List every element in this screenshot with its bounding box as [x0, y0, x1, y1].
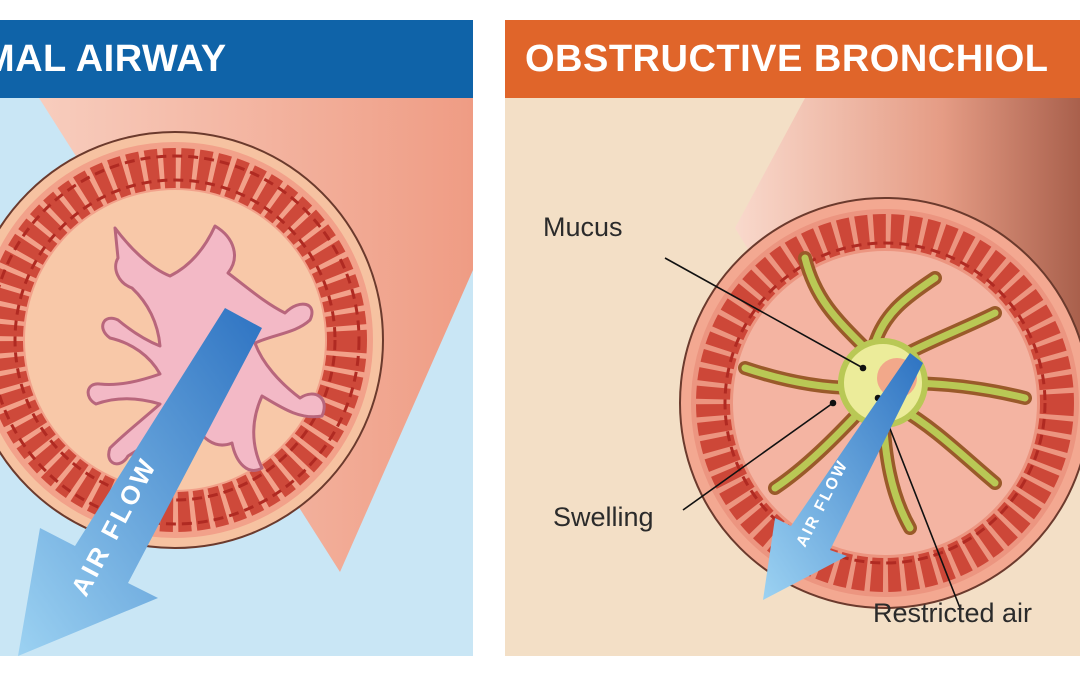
normal-airway-header: RMAL AIRWAY [0, 20, 473, 98]
mucus-callout: Mucus [543, 212, 623, 242]
restricted-callout: Restricted air [873, 598, 1033, 628]
obstructive-illustration: AIR FLOW [664, 98, 1080, 609]
swelling-callout: Swelling [553, 502, 654, 532]
obstructive-header: OBSTRUCTIVE BRONCHIOL [505, 20, 1080, 98]
normal-airway-illustration: AIR FLOW [0, 98, 473, 656]
obstructive-title: OBSTRUCTIVE BRONCHIOL [525, 37, 1049, 80]
callout-lines [664, 257, 961, 609]
normal-airway-panel: RMAL AIRWAY [0, 20, 473, 656]
normal-airway-title: RMAL AIRWAY [0, 37, 227, 80]
obstructive-panel: OBSTRUCTIVE BRONCHIOL [505, 20, 1080, 656]
airway-cross-section [0, 131, 384, 549]
